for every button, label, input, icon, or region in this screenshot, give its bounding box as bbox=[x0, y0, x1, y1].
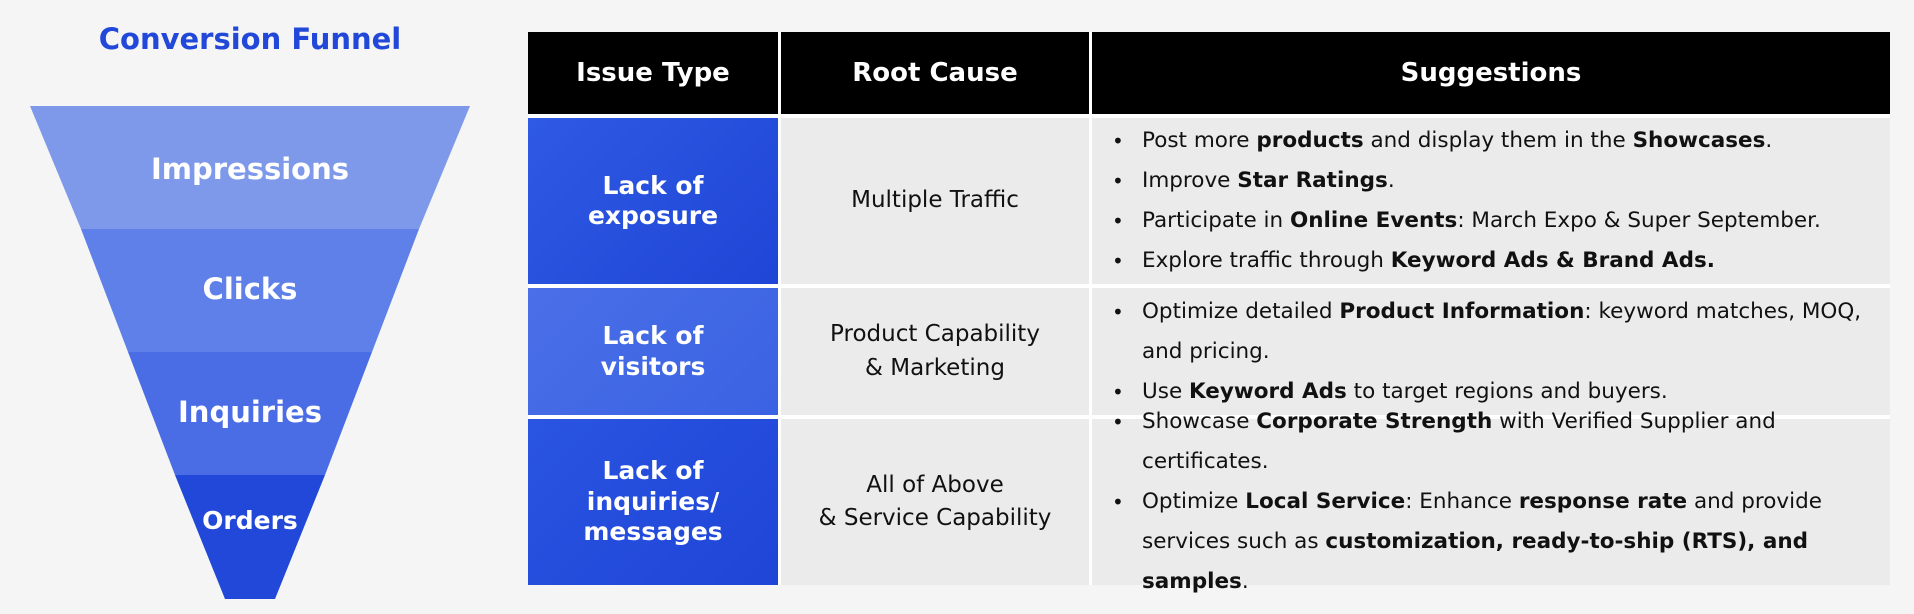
suggestion-item: Explore traffic through Keyword Ads & Br… bbox=[1106, 241, 1876, 281]
suggestion-list: Optimize detailed Product Information: k… bbox=[1106, 292, 1876, 412]
funnel-stage-orders bbox=[175, 475, 325, 599]
suggestion-item: Showcase Corporate Strength with Verifie… bbox=[1106, 402, 1876, 482]
funnel-stage-impressions bbox=[30, 106, 470, 229]
funnel-label-clicks: Clicks bbox=[202, 272, 298, 306]
issue-label: Lack of inquiries/ messages bbox=[583, 456, 723, 547]
suggestions-cell-inquiries: Showcase Corporate Strength with Verifie… bbox=[1092, 402, 1890, 594]
suggestions-cell-visitors: Optimize detailed Product Information: k… bbox=[1092, 288, 1890, 415]
cause-label: All of Above & Service Capability bbox=[818, 471, 1052, 531]
issue-cell-visitors: Lack of visitors bbox=[528, 288, 778, 415]
funnel-shape bbox=[30, 106, 470, 599]
issue-cell-inquiries: Lack of inquiries/ messages bbox=[528, 419, 778, 585]
funnel-stage-clicks bbox=[81, 229, 419, 352]
suggestion-item: Participate in Online Events: March Expo… bbox=[1106, 201, 1876, 241]
suggestion-item: Improve Star Ratings. bbox=[1106, 161, 1876, 201]
suggestion-item: Optimize detailed Product Information: k… bbox=[1106, 292, 1876, 372]
funnel-label-impressions: Impressions bbox=[150, 152, 350, 186]
suggestion-item: Optimize Local Service: Enhance response… bbox=[1106, 482, 1876, 602]
issues-table: Issue Type Root Cause Suggestions Lack o… bbox=[528, 32, 1890, 594]
issue-label: Lack of visitors bbox=[600, 321, 706, 381]
suggestion-item: Use Keyword Ads to target regions and bu… bbox=[1106, 372, 1876, 412]
cause-label: Multiple Traffic bbox=[851, 187, 1019, 214]
funnel-title: Conversion Funnel bbox=[98, 22, 402, 56]
funnel-label-inquiries: Inquiries bbox=[178, 395, 322, 429]
suggestions-cell-exposure: Post more products and display them in t… bbox=[1092, 118, 1890, 284]
funnel-label-orders: Orders bbox=[202, 506, 298, 535]
suggestion-list: Post more products and display them in t… bbox=[1106, 121, 1876, 281]
issue-cell-exposure: Lack of exposure bbox=[528, 118, 778, 284]
suggestion-item: Post more products and display them in t… bbox=[1106, 121, 1876, 161]
cause-label: Product Capability & Marketing bbox=[830, 321, 1040, 381]
cause-cell-exposure: Multiple Traffic bbox=[781, 118, 1089, 284]
cause-cell-inquiries: All of Above & Service Capability bbox=[781, 419, 1089, 585]
conversion-funnel: Impressions Clicks Inquiries Orders bbox=[30, 106, 470, 599]
cause-cell-visitors: Product Capability & Marketing bbox=[781, 288, 1089, 415]
header-suggestions: Suggestions bbox=[1092, 32, 1890, 114]
header-issue-type: Issue Type bbox=[528, 32, 778, 114]
header-root-cause: Root Cause bbox=[781, 32, 1089, 114]
funnel-stage-inquiries bbox=[128, 352, 372, 475]
issue-label: Lack of exposure bbox=[587, 170, 719, 231]
suggestion-list: Showcase Corporate Strength with Verifie… bbox=[1106, 402, 1876, 602]
